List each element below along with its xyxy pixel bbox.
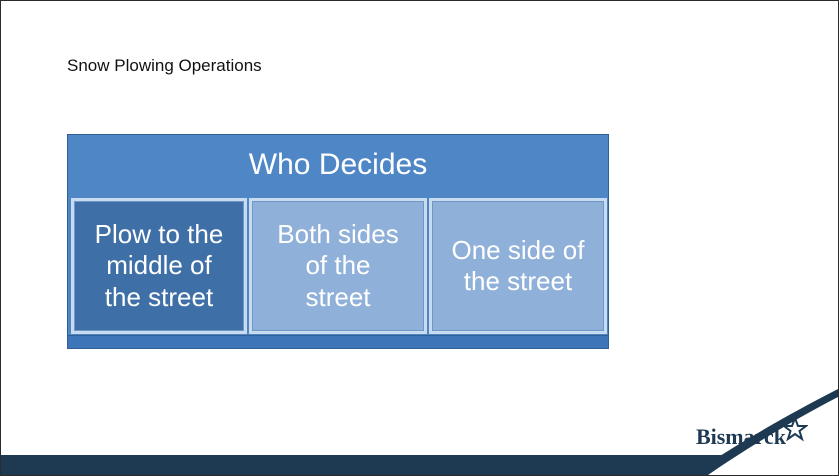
diagram-item-one-side[interactable]: One side of the street xyxy=(429,198,607,334)
star-icon xyxy=(782,416,808,442)
diagram-header: Who Decides xyxy=(248,148,428,181)
logo-swoosh-shape xyxy=(690,385,838,475)
diagram-bottom-band xyxy=(68,335,608,348)
diagram-item-both-sides[interactable]: Both sides of the street xyxy=(249,198,427,334)
bismarck-logo: Bismarck xyxy=(696,416,808,450)
who-decides-diagram[interactable]: Who Decides Plow to the middle of the st… xyxy=(67,134,609,349)
logo-text: Bismarck xyxy=(695,424,786,449)
diagram-item-plow-middle[interactable]: Plow to the middle of the street xyxy=(71,198,247,334)
slide-title: Snow Plowing Operations xyxy=(67,56,262,75)
footer-bar xyxy=(1,455,838,475)
